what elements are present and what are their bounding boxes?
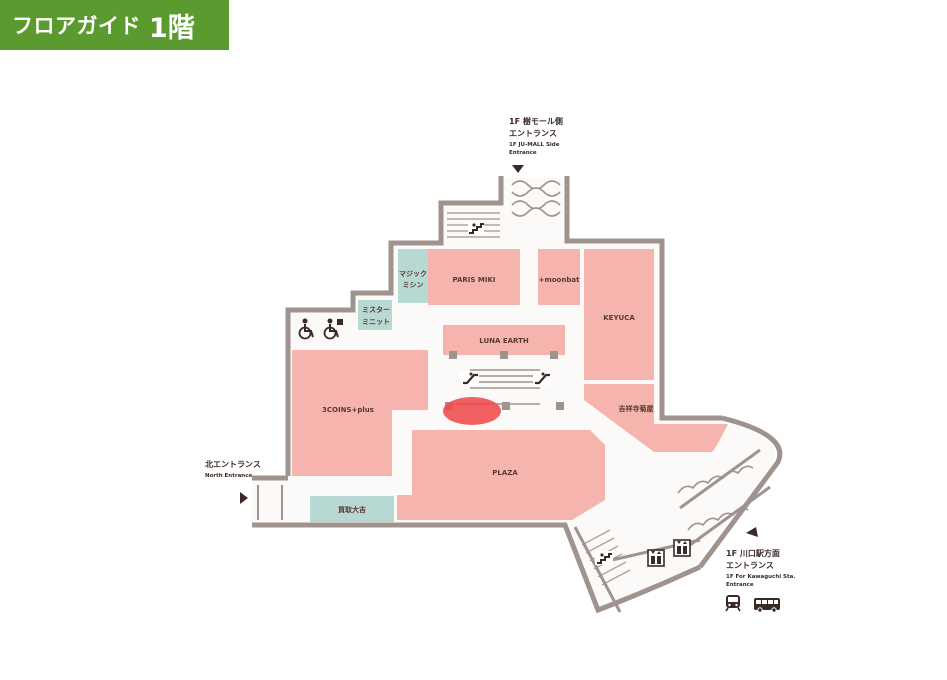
shop-mister-minit[interactable] (358, 300, 392, 330)
shop-plaza-label: PLAZA (492, 469, 518, 477)
shop-kaitori-label: 買取大吉 (337, 505, 366, 514)
station-entrance-label-en-1: 1F For Kawaguchi Sta. (726, 574, 795, 580)
shop-luna-earth[interactable] (443, 325, 565, 355)
north-entrance-arrow (240, 492, 248, 504)
floor-guide-header: フロアガイド 1階 (0, 0, 229, 50)
north-entrance-label-en: North Entrance (205, 473, 252, 479)
shop-kaitori-daikichi[interactable] (310, 496, 394, 522)
north-entrance-doors (257, 485, 283, 520)
stairs-icon-bottom (595, 551, 613, 565)
station-entrance-label-ja-1: 1F 川口駅方面 (726, 548, 780, 558)
top-entrance-label-en-2: Entrance (509, 150, 537, 156)
stairs-icon (468, 222, 484, 234)
top-entrance-arrow (512, 165, 524, 173)
shop-magic-label-2: ミシン (403, 281, 424, 289)
current-location-marker (443, 397, 501, 425)
station-entrance-label-en-2: Entrance (726, 582, 754, 588)
train-icon (725, 595, 741, 612)
shop-yoshinoya[interactable] (584, 384, 728, 452)
escalator-icon-2 (533, 371, 551, 385)
top-entrance-label-ja-2: エントランス (509, 129, 557, 138)
top-entrance-doors (511, 180, 561, 217)
escalator-icon (461, 371, 479, 385)
top-entrance-label-ja-1: 1F 樹モール側 (509, 116, 563, 126)
shop-moonbat[interactable] (538, 249, 580, 305)
station-entrance-arrow (746, 527, 758, 537)
shop-keyuca-label: KEYUCA (603, 314, 635, 322)
shop-keyuca[interactable] (584, 249, 654, 380)
shop-paris-miki[interactable] (428, 249, 520, 305)
shop-magic-mishin[interactable] (398, 249, 428, 303)
shop-moonbat-label: +moonbat (539, 276, 580, 284)
shop-luna-earth-label: LUNA EARTH (479, 337, 529, 345)
shop-plaza[interactable] (397, 430, 605, 520)
shop-yoshinoya-label: 吉祥寺菊屋 (619, 404, 654, 413)
station-entrance-doors (677, 465, 754, 531)
floor-guide-title: フロアガイド (12, 14, 141, 38)
wheelchair-icon (298, 318, 314, 340)
bus-icon (754, 598, 780, 613)
shop-paris-miki-label: PARIS MIKI (453, 276, 496, 284)
north-entrance-label-ja: 北エントランス (205, 459, 261, 469)
top-entrance-label-en-1: 1F JU-MALL Side (509, 142, 560, 148)
shop-mister-label-2: ミニット (362, 318, 390, 326)
accessible-toilet-icon (323, 318, 343, 340)
elevator-icon (647, 549, 665, 567)
walls (252, 176, 783, 614)
shop-magic-label-1: マジック (399, 269, 427, 278)
station-entrance-label-ja-2: エントランス (726, 561, 774, 570)
shop-3coins-label: 3COINS+plus (322, 406, 374, 414)
shop-3coins-plus[interactable] (292, 350, 428, 476)
elevator-icon-2 (673, 539, 691, 557)
floor-number: 1階 (149, 12, 195, 44)
shop-mister-label-1: ミスター (362, 305, 390, 314)
